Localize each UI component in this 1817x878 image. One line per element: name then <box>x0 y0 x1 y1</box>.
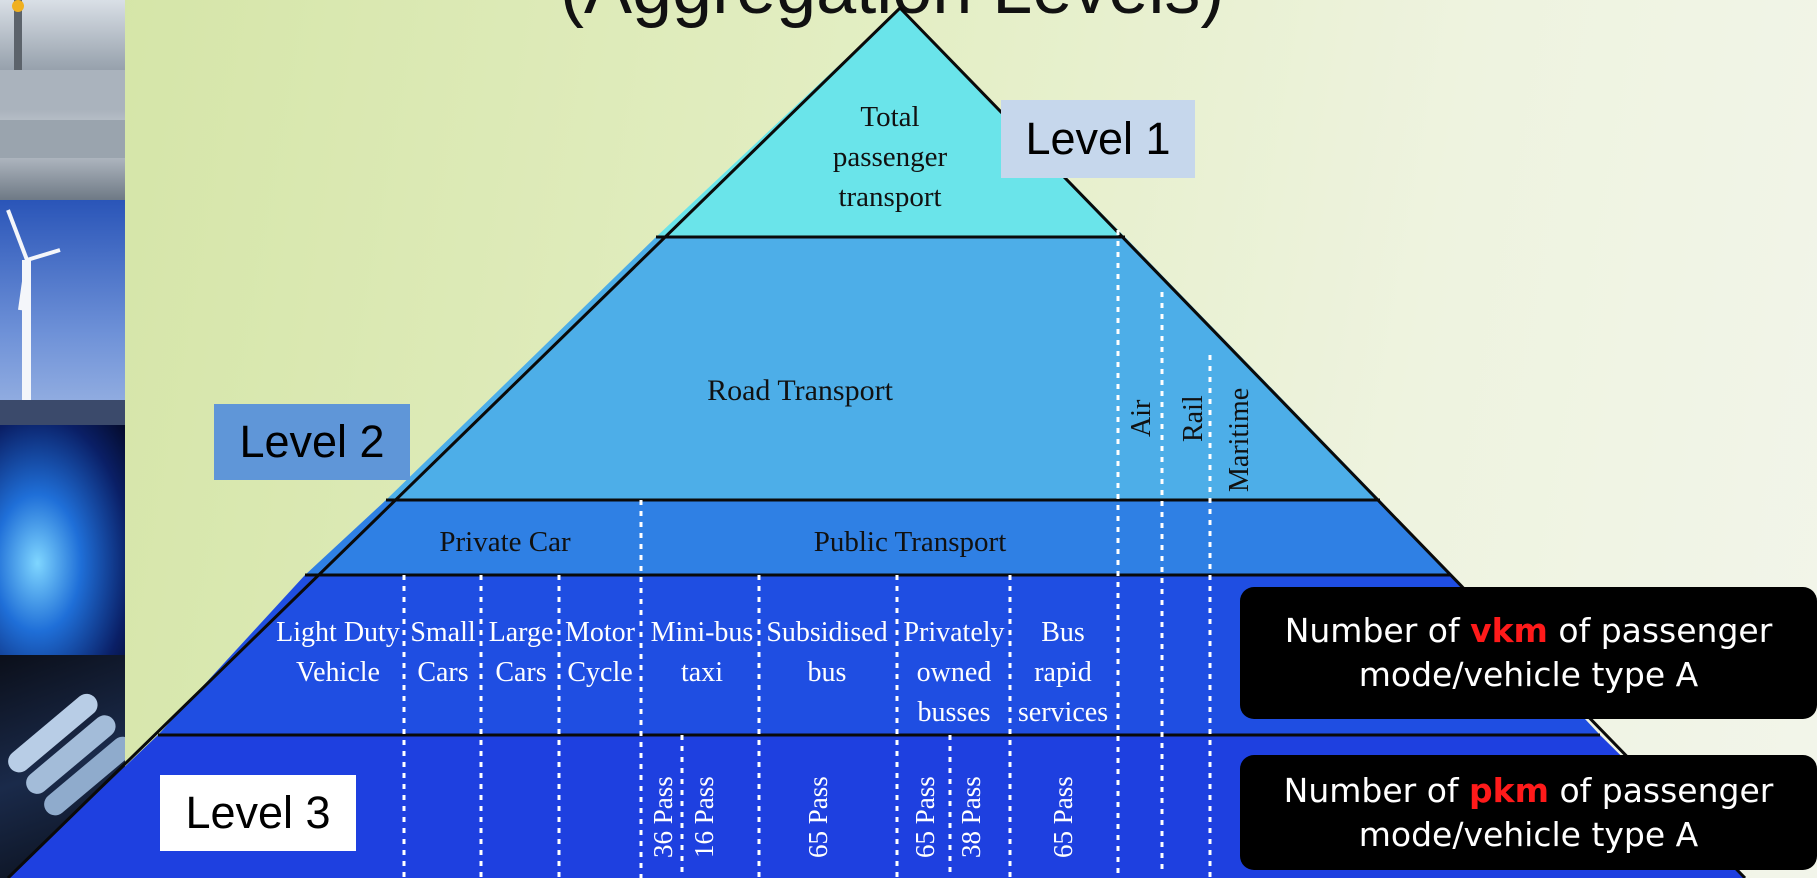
capacity-36-pass: 36 Pass <box>648 776 678 858</box>
vehicle-private-busses-line1: Privately <box>903 617 1004 648</box>
gas-flame-photo <box>0 425 125 655</box>
vehicle-motorcycle-line2: Cycle <box>567 657 632 688</box>
pkm-callout: Number of pkm of passenger mode/vehicle … <box>1240 755 1817 870</box>
road-transport-label: Road Transport <box>707 374 894 407</box>
pyramid-band-cars <box>305 500 1450 575</box>
pkm-keyword: pkm <box>1469 770 1549 810</box>
vehicle-motorcycle-line1: Motor <box>565 617 636 648</box>
vehicle-brt-line1: Bus <box>1041 617 1085 648</box>
wind-turbine-photo <box>0 200 125 425</box>
vehicle-minibus-line1: Mini-bus <box>651 617 754 648</box>
vehicle-small-cars-line1: Small <box>410 617 476 648</box>
vehicle-private-busses-line2: owned <box>917 657 992 688</box>
mode-maritime-label: Maritime <box>1224 388 1255 492</box>
vkm-callout-post: of passenger <box>1547 611 1773 651</box>
pyramid-band-top <box>656 8 1125 237</box>
vehicle-large-cars-line1: Large <box>489 617 554 648</box>
top-label-line2: passenger <box>833 141 948 173</box>
private-car-label: Private Car <box>439 526 571 558</box>
capacity-65-pass-private: 65 Pass <box>910 776 940 858</box>
vehicle-brt-line2: rapid <box>1034 657 1092 688</box>
vehicle-ldv-line2: Vehicle <box>296 657 380 688</box>
vehicle-private-busses-line3: busses <box>917 697 990 728</box>
vehicle-brt-line3: services <box>1018 697 1108 728</box>
vkm-callout: Number of vkm of passenger mode/vehicle … <box>1240 587 1817 719</box>
level-3-label: Level 3 <box>160 775 356 851</box>
pipeline-photo <box>0 0 125 200</box>
pyramid-band-vehicles <box>158 575 1600 735</box>
public-transport-label: Public Transport <box>814 526 1007 558</box>
vehicle-subsidised-bus-line2: bus <box>808 657 847 688</box>
vehicle-small-cars-line2: Cars <box>417 657 468 688</box>
level-1-label: Level 1 <box>1001 100 1195 178</box>
photo-strip <box>0 0 125 878</box>
pyramid-band-road <box>386 237 1380 500</box>
vehicle-minibus-line2: taxi <box>681 657 723 688</box>
mode-rail-label: Rail <box>1178 395 1209 442</box>
vkm-keyword: vkm <box>1470 611 1548 651</box>
level-2-label: Level 2 <box>214 404 410 480</box>
top-label-line1: Total <box>860 101 919 133</box>
mode-air-label: Air <box>1126 399 1157 437</box>
pkm-callout-line2: mode/vehicle type A <box>1358 814 1699 854</box>
top-label-line3: transport <box>838 181 941 213</box>
capacity-65-pass-subsidised: 65 Pass <box>803 776 833 858</box>
pkm-callout-pre: Number of <box>1283 770 1469 810</box>
capacity-38-pass: 38 Pass <box>956 776 986 858</box>
vkm-callout-line2: mode/vehicle type A <box>1358 655 1699 694</box>
capacity-65-pass-brt: 65 Pass <box>1048 776 1078 858</box>
vehicle-subsidised-bus-line1: Subsidised <box>766 617 887 648</box>
pkm-callout-post: of passenger <box>1548 770 1774 810</box>
capacity-16-pass: 16 Pass <box>689 776 719 858</box>
vehicle-large-cars-line2: Cars <box>495 657 546 688</box>
vkm-callout-pre: Number of <box>1284 611 1471 651</box>
vehicle-ldv-line1: Light Duty <box>276 617 400 648</box>
